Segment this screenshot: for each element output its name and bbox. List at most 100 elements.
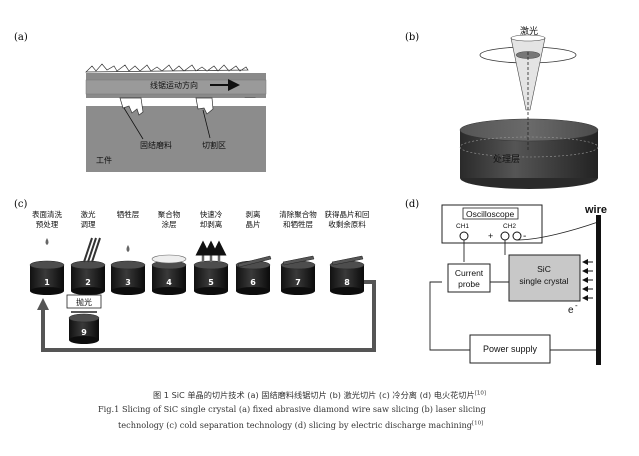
step-cylinder-2: 2 <box>70 260 106 295</box>
probe-to-supply-lead <box>429 281 470 351</box>
panel-c-label: (c) <box>14 199 28 210</box>
step-label-line2: 调理 <box>81 220 96 229</box>
step-cylinder-8: 8 <box>329 260 365 295</box>
step-cylinder-3: 3 <box>110 260 146 295</box>
laser-cone-top <box>510 34 546 42</box>
polymer-coating <box>151 254 187 264</box>
caption-en-line1: Fig.1 Slicing of SiC single crystal (a) … <box>98 404 486 414</box>
cut-zone-leader-line <box>202 109 211 139</box>
saw-wire <box>85 79 267 95</box>
step-cylinder-6: 6 <box>235 260 271 295</box>
processed-layer-label: 处理层 <box>493 153 520 165</box>
step-cylinder-9-body <box>69 318 99 340</box>
step-label-line1: 表面清洗 <box>32 209 62 219</box>
polish-box <box>66 294 102 309</box>
power-supply-box <box>469 334 551 364</box>
ch2-label: CH2 <box>503 223 516 230</box>
plus-sign: + <box>488 231 493 241</box>
step-label-line1: 剥离 <box>246 209 261 219</box>
laser-beam-icon <box>87 237 97 263</box>
laser-label: 激光 <box>520 25 538 37</box>
step-label-line2: 却剥离 <box>200 219 223 229</box>
workpiece-label: 工件 <box>96 155 112 165</box>
step-cylinder-3-base <box>111 287 145 295</box>
return-loop-arrowhead <box>37 298 49 310</box>
step-cylinder-5-top <box>193 260 229 270</box>
step-number: 2 <box>85 278 91 287</box>
step-cylinder-7: 7 <box>280 260 316 295</box>
step-cylinder-4-body <box>152 265 186 291</box>
droplet-icon <box>45 238 49 245</box>
peeled-wafer <box>237 255 272 268</box>
electrode-wire <box>596 215 601 365</box>
ch1-terminal <box>459 231 469 241</box>
step-number: 3 <box>125 278 131 287</box>
laser-beam-icon <box>91 237 101 263</box>
return-loop-line <box>41 280 376 352</box>
step-cylinder-7-base <box>281 287 315 295</box>
step-number: 7 <box>295 278 301 287</box>
step-cylinder-3-top <box>110 260 146 270</box>
step-cylinder-5-base <box>194 287 228 295</box>
step-number: 9 <box>81 328 87 337</box>
step-cylinder-9-top <box>68 313 100 323</box>
sic-label-line1: SiC <box>537 264 551 274</box>
power-supply-label: Power supply <box>483 344 538 354</box>
polish-label: 抛光 <box>76 297 92 307</box>
electron-sup: - <box>575 301 578 310</box>
step-cylinder-6-base <box>236 287 270 295</box>
caption-zh-ref: [10] <box>474 390 487 397</box>
step-cylinder-2-top <box>70 260 106 270</box>
electron-arrows <box>582 259 593 301</box>
step-label-line2: 和牺牲层 <box>283 219 313 229</box>
oscilloscope-title-box <box>462 207 519 220</box>
step-cylinder-1: 1 <box>29 260 65 295</box>
step-number: 1 <box>44 278 50 287</box>
processed-layer-plane <box>459 136 599 158</box>
wafer-icon <box>282 255 315 266</box>
ch1-label: CH1 <box>456 223 469 230</box>
minus-sign: - <box>523 231 526 242</box>
electron-label: e <box>568 305 574 316</box>
step-cylinder-9-base <box>69 336 99 344</box>
step-cylinder-4: 4 <box>151 260 187 295</box>
panel-c: (c) 表面清洗预处理1激光调理2牺牲层3聚合物涂层4快速冷却剥离5剥离晶片6清… <box>14 199 376 352</box>
panel-a: (a) 线锯运动方向 固结磨料 切割区 工件 <box>14 32 267 172</box>
step-label-line1: 快速冷 <box>200 209 223 219</box>
caption-zh-text: 图 1 SiC 单晶的切片技术 (a) 固结磨料线锯切片 (b) 激光切片 (c… <box>152 390 475 400</box>
droplet-icon <box>126 245 130 252</box>
step-number: 8 <box>344 278 350 287</box>
step-cylinder-6-body <box>236 265 270 291</box>
panel-d-label: (d) <box>405 199 419 210</box>
step-cylinder-8-body <box>330 265 364 291</box>
step-label-line1: 清除聚合物 <box>279 209 317 219</box>
caption-en-line2: technology (c) cold separation technolog… <box>118 420 472 430</box>
wafer-icon <box>331 255 364 266</box>
step-cylinder-4-base <box>152 287 186 295</box>
panel-d: (d) Oscilloscope CH1 CH2 + - wire Curren… <box>405 199 607 365</box>
step-label-line1: 牺牲层 <box>117 209 140 219</box>
oscilloscope-label: Oscilloscope <box>466 209 514 219</box>
step-number: 5 <box>208 278 214 287</box>
sic-crystal-box <box>508 254 581 302</box>
panel-b-label: (b) <box>405 32 419 43</box>
step-cylinder-1-body <box>30 265 64 291</box>
current-probe-box <box>447 263 491 293</box>
step-number: 4 <box>166 278 172 287</box>
ch2-minus-terminal <box>512 231 522 241</box>
abrasive-grains-top <box>85 63 249 73</box>
current-probe-line1: Current <box>455 268 484 278</box>
step-cylinder-9: 9 <box>68 313 100 344</box>
step-label-line2: 涂层 <box>162 219 177 229</box>
ch2-minus-lead <box>516 221 599 241</box>
step-cylinder-8-base <box>330 287 364 295</box>
step-cylinder-3-body <box>111 265 145 291</box>
step-label-line1: 获得晶片和回 <box>325 209 370 219</box>
ch2-plus-terminal <box>500 231 510 241</box>
crystal-cylinder-top <box>459 118 599 142</box>
abrasive-leader-line <box>123 107 144 140</box>
caption-en-line2-wrap: technology (c) cold separation technolog… <box>118 420 483 430</box>
abrasive-grain <box>119 97 144 116</box>
current-probe-line2: probe <box>458 279 480 289</box>
